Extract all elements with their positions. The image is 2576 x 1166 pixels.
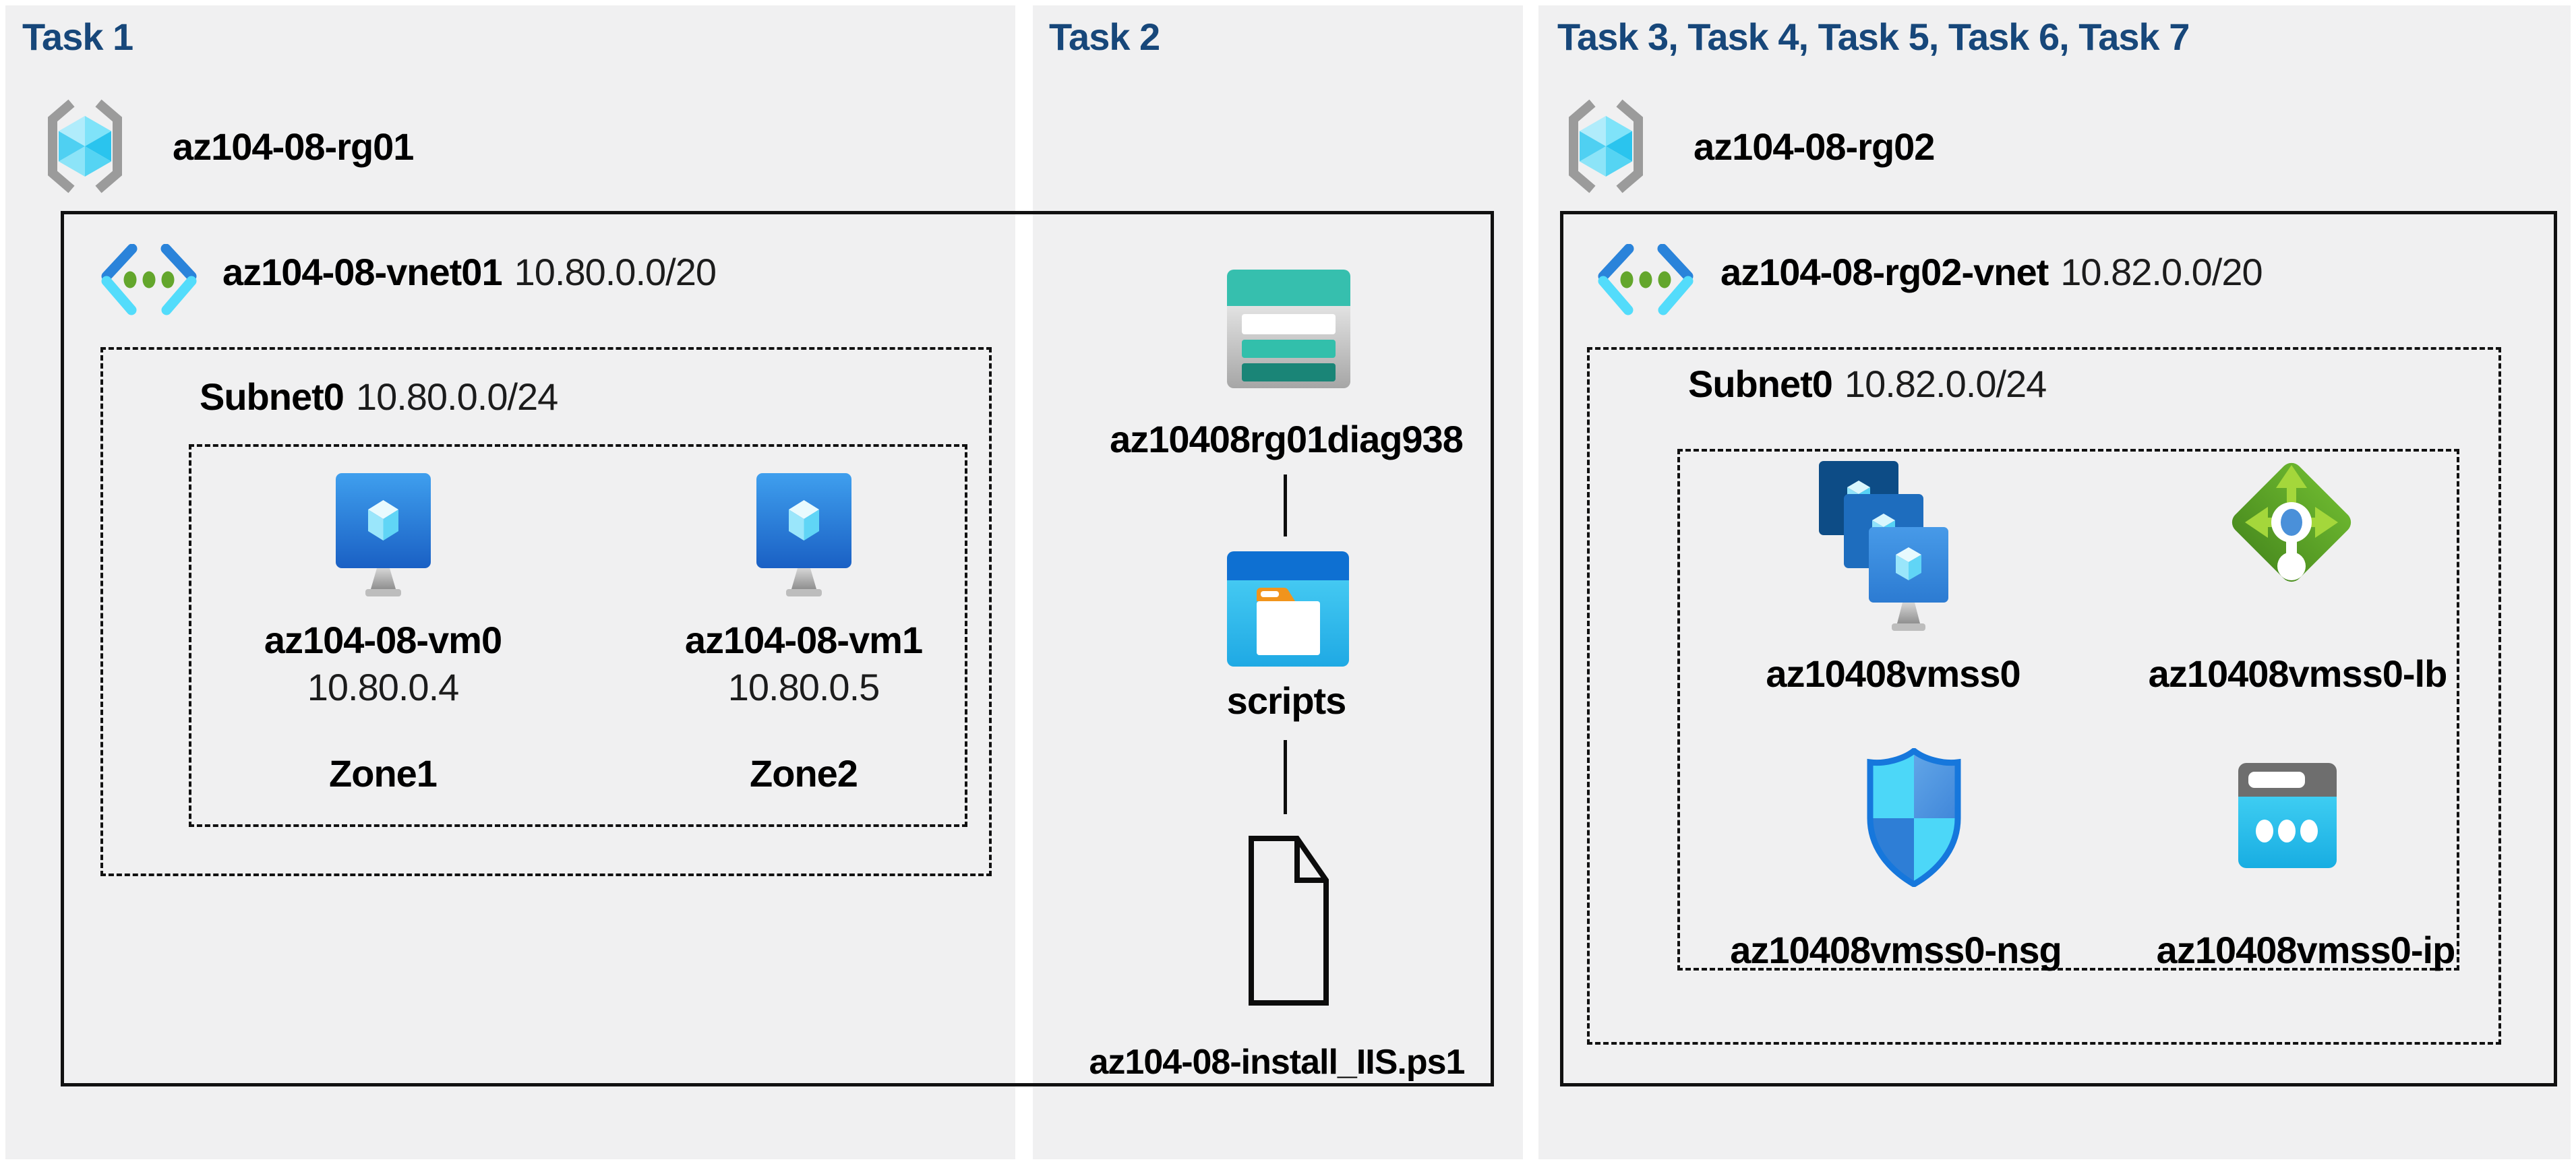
vm1-zone: Zone2	[750, 752, 858, 795]
vm0-ip: 10.80.0.4	[307, 666, 460, 708]
subnet2-name: Subnet0	[1688, 363, 1833, 405]
connector-container-to-file	[1284, 740, 1287, 814]
task2-header: Task 2	[1049, 16, 1160, 58]
vnet1-cidr: 10.80.0.0/20	[514, 251, 717, 293]
vm0-name: az104-08-vm0	[264, 619, 502, 661]
public-ip-icon	[2238, 763, 2337, 868]
virtual-network-icon	[1598, 244, 1694, 315]
subnet1-cidr: 10.80.0.0/24	[355, 375, 558, 418]
vnet2-name: az104-08-rg02-vnet	[1720, 251, 2049, 293]
script-file-icon	[1249, 836, 1329, 1006]
vm0-zone: Zone1	[329, 752, 438, 795]
vnet2-cidr: 10.82.0.0/20	[2060, 251, 2263, 293]
virtual-machine-icon	[336, 473, 431, 596]
resource-group-icon	[48, 99, 122, 193]
public-ip-label: az10408vmss0-ip	[2156, 929, 2456, 971]
vm1-ip: 10.80.0.5	[727, 666, 880, 708]
load-balancer-icon	[2231, 462, 2352, 582]
load-balancer-label: az10408vmss0-lb	[2148, 652, 2448, 695]
subnet1-name: Subnet0	[200, 375, 345, 418]
task1-header: Task 1	[22, 16, 133, 58]
network-security-group-icon	[1867, 748, 1961, 887]
storage-account-label: az10408rg01diag938	[1110, 418, 1464, 460]
vm1-name: az104-08-vm1	[684, 619, 923, 661]
blob-container-icon	[1227, 551, 1349, 667]
subnet1-box	[100, 347, 992, 876]
virtual-machine-icon	[756, 473, 851, 596]
container-label: scripts	[1226, 679, 1347, 722]
vm-scale-set-icon	[1819, 461, 1948, 631]
subnet2-box	[1587, 347, 2501, 1045]
script-file-label: az104-08-install_IIS.ps1	[1089, 1043, 1466, 1082]
vm-zone-box	[189, 444, 967, 827]
vnet1-boundary-box	[61, 211, 1494, 1086]
vmss-label: az10408vmss0	[1766, 652, 2020, 695]
nsg-label: az10408vmss0-nsg	[1730, 929, 2062, 971]
task3-header: Task 3, Task 4, Task 5, Task 6, Task 7	[1557, 16, 2190, 58]
panel-task3-7	[1538, 5, 2571, 1159]
resource-group-icon	[1569, 99, 1643, 193]
connector-storage-to-container	[1284, 474, 1287, 536]
vnet2-boundary-box	[1560, 211, 2557, 1086]
vnet2-label: az104-08-rg02-vnet 10.82.0.0/20	[1720, 253, 2263, 291]
subnet2-label: Subnet0 10.82.0.0/24	[1688, 363, 2047, 405]
vnet1-label: az104-08-vnet01 10.80.0.0/20	[222, 251, 717, 293]
storage-account-icon	[1227, 270, 1350, 388]
subnet2-cidr: 10.82.0.0/24	[1844, 363, 2047, 405]
vmss-resources-box	[1677, 449, 2459, 971]
rg02-label: az104-08-rg02	[1694, 125, 1935, 168]
virtual-network-icon	[101, 244, 197, 315]
vnet1-name: az104-08-vnet01	[222, 251, 503, 293]
panel-task1	[5, 5, 1015, 1159]
rg01-label: az104-08-rg01	[173, 125, 414, 168]
